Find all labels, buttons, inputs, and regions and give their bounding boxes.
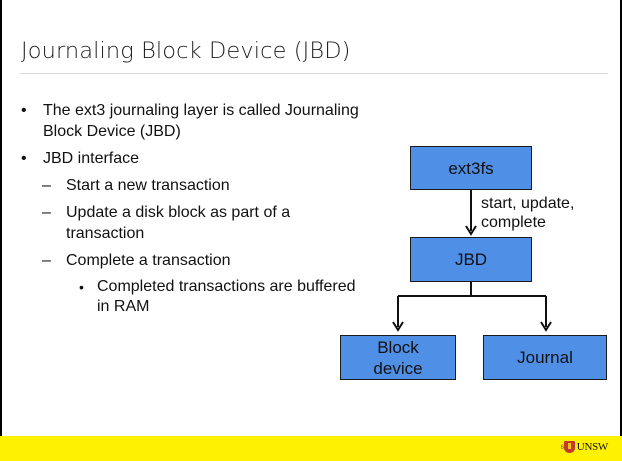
unsw-logo: UNSW <box>563 441 609 453</box>
title-divider <box>20 73 608 74</box>
footer-bar <box>0 436 622 461</box>
logo-text: UNSW <box>576 441 609 453</box>
page-number: 6 <box>560 445 564 451</box>
edge-label-text: start, update, complete <box>481 195 575 231</box>
right-border <box>620 0 622 461</box>
subbullet-update: Update a disk block as part of a transac… <box>19 202 369 244</box>
arrowhead-jbd <box>465 225 477 236</box>
node-block-device-label: Block device <box>373 337 423 378</box>
slide-title: Journaling Block Device (JBD) <box>21 38 351 64</box>
arrowhead-block-device <box>392 321 404 332</box>
node-ext3fs: ext3fs <box>410 146 532 190</box>
subbullet-start: Start a new transaction <box>19 175 369 196</box>
node-journal: Journal <box>483 335 607 380</box>
edge-label-start-update-complete: start, update, complete <box>481 194 611 232</box>
left-border <box>0 0 2 461</box>
bullet-jbd-intro: The ext3 journaling layer is called Jour… <box>19 100 369 142</box>
bullet-jbd-interface: JBD interface <box>19 148 369 169</box>
node-block-device: Block device <box>340 335 456 380</box>
crest-icon <box>563 441 575 453</box>
subsubbullet-buffered: Completed transactions are buffered in R… <box>19 277 369 317</box>
subbullet-complete: Complete a transaction <box>19 250 369 271</box>
bullet-list: The ext3 journaling layer is called Jour… <box>19 100 369 317</box>
arrowhead-journal <box>540 321 552 332</box>
node-jbd: JBD <box>410 237 532 282</box>
